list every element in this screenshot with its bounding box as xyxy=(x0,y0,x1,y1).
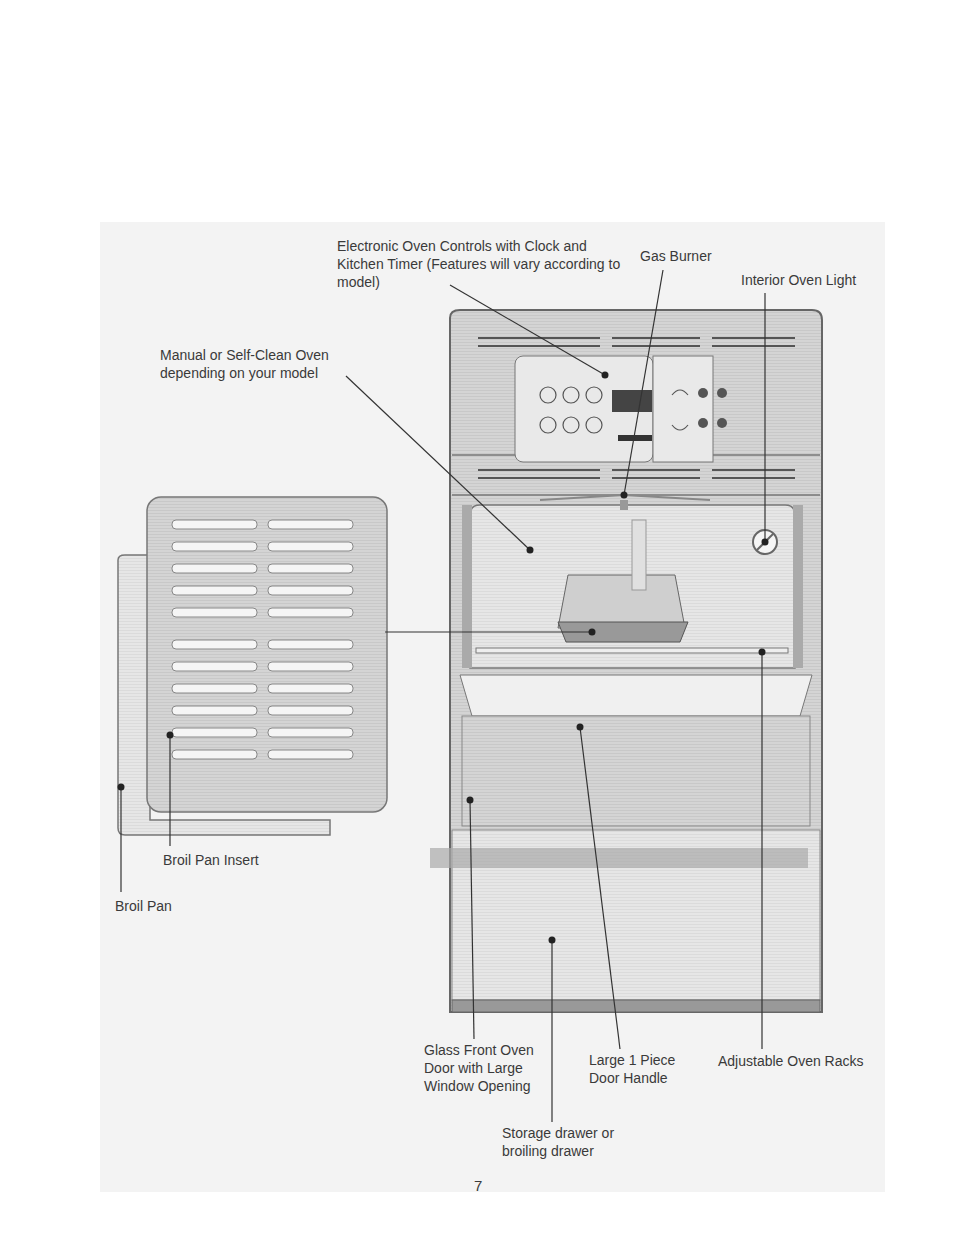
part-label: Broil Pan xyxy=(115,897,215,915)
page-number: 7 xyxy=(474,1176,504,1196)
part-label: Broil Pan Insert xyxy=(163,851,303,869)
broil-pan-insert xyxy=(147,497,387,812)
leader-lines xyxy=(121,270,765,1122)
callout-label: Glass Front Oven Door with Large Window … xyxy=(424,1041,534,1096)
oven-body xyxy=(430,310,822,1012)
callout-label: Storage drawer or broiling drawer xyxy=(502,1124,632,1160)
callout-label: Adjustable Oven Racks xyxy=(718,1052,908,1070)
callout-label: Interior Oven Light xyxy=(741,271,901,289)
callout-label: Large 1 Piece Door Handle xyxy=(589,1051,697,1087)
callout-label: Electronic Oven Controls with Clock and … xyxy=(337,237,622,292)
callout-label: Gas Burner xyxy=(640,247,740,265)
callout-label: Manual or Self-Clean Oven depending on y… xyxy=(160,346,360,382)
